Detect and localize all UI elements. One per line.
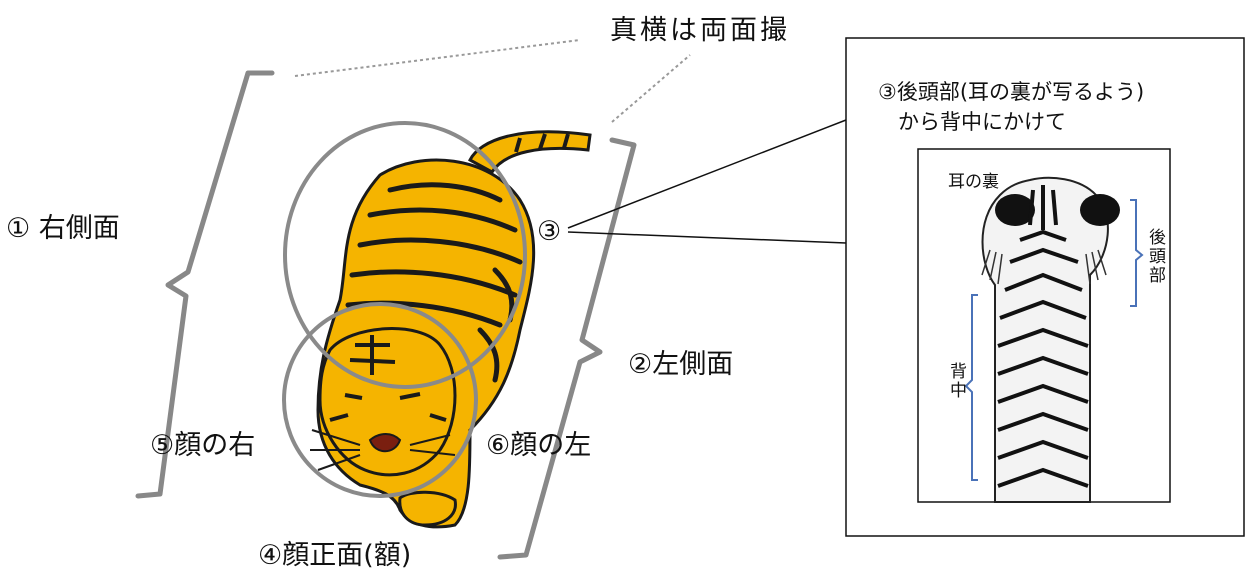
inset-caption-line2: から背中にかけて [898, 110, 1066, 134]
title-guide-line-right [611, 54, 691, 123]
tiger-head [318, 327, 457, 477]
right-side-bracket [135, 70, 275, 499]
back-bracket [964, 294, 978, 481]
tiger-paw [398, 490, 457, 527]
label-face-left: ⑥顔の左 [486, 430, 592, 461]
callout-line-bottom [567, 231, 847, 244]
left-ear [995, 194, 1035, 226]
inset-caption-line1: ③後頭部(耳の裏が写るよう) [878, 80, 1145, 104]
label-right-side: ① 右側面 [6, 213, 120, 244]
label-face-front: ④顔正面(額) [258, 540, 412, 571]
white-tiger-back [981, 176, 1120, 503]
right-ear [1080, 194, 1120, 226]
tiger-tail [468, 130, 592, 174]
label-ear-back: 耳の裏 [948, 172, 999, 192]
title: 真横は両面撮 [610, 15, 790, 46]
left-side-bracket [497, 137, 637, 560]
label-back-of-head: 後頭部 [1145, 228, 1165, 285]
back-of-head-bracket [1130, 199, 1144, 307]
face-area-circle [282, 302, 478, 498]
back-area-circle [283, 121, 527, 389]
title-guide-line-left [294, 39, 581, 77]
tiger-nose [368, 433, 402, 453]
label-face-right: ⑤顔の右 [150, 430, 256, 461]
label-back: 背中 [946, 362, 966, 400]
label-left-side: ②左側面 [628, 349, 734, 380]
label-marker-3: ③ [537, 216, 562, 247]
callout-line-top [567, 119, 847, 229]
